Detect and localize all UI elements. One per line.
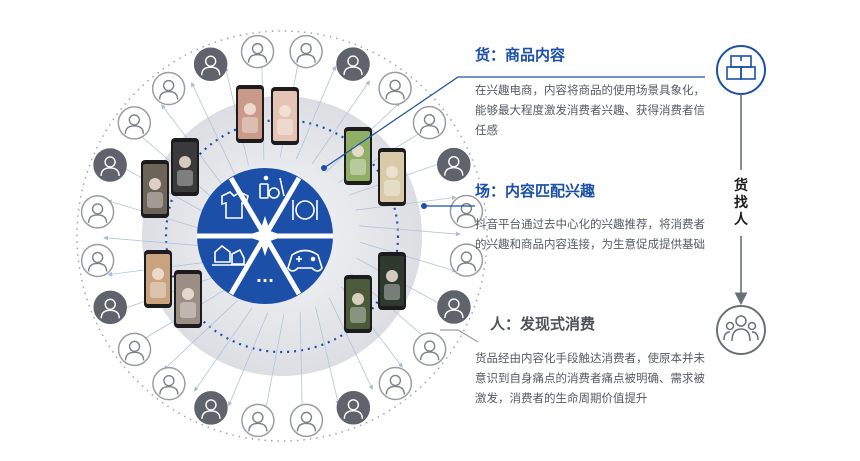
recommendation-arrow (295, 65, 337, 160)
consumer-avatar-icon (378, 71, 412, 106)
recommendation-arrow (355, 195, 457, 211)
box-icon (726, 55, 756, 80)
section-people-text: 货品经由内容化手段触达消费者，使原本并未意识到自身痛点的消费者痛点被明确、需求被… (475, 351, 705, 405)
content-phones (141, 85, 406, 333)
consumer-avatar-icon (449, 194, 484, 229)
content-phone (344, 127, 372, 185)
consumer-avatar-icon (117, 106, 152, 140)
goods-find-people-label: 货找人 (734, 178, 748, 228)
outer-dotted-ring (76, 30, 488, 442)
consumer-ring (80, 34, 484, 438)
section-goods-text: 在兴趣电商，内容将商品的使用场景具象化，能够最大程度激发消费者兴趣、获得消费者信… (475, 83, 705, 137)
people-icon (723, 315, 759, 342)
content-phone (344, 275, 372, 333)
consumer-avatar-icon (93, 148, 127, 182)
content-phone (236, 85, 264, 143)
connector-goods (323, 76, 705, 169)
more-icon: ... (256, 267, 274, 286)
connector-people (440, 329, 479, 343)
consumer-avatar-icon (412, 105, 447, 140)
pets-icon (212, 244, 248, 266)
consumer-avatar-icon (193, 47, 228, 81)
section-people-title: 人：发现式消费 (490, 315, 596, 333)
consumer-avatar-icon (336, 391, 371, 425)
consumer-avatar-icon (289, 34, 323, 69)
consumer-avatar-icon (80, 243, 115, 278)
svg-text:...: ... (256, 267, 274, 286)
consumer-avatar-icon (437, 290, 471, 324)
content-phone (141, 160, 169, 218)
recommendation-arrow (299, 311, 305, 414)
consumer-avatar-icon (241, 403, 275, 438)
clothes-icon (221, 191, 249, 219)
consumer-avatar-icon (289, 403, 324, 438)
consumer-avatar-icon (194, 391, 228, 425)
recommendation-arrow (194, 307, 253, 392)
consumer-avatar-icon (80, 195, 115, 229)
people-icon-circle (716, 305, 766, 355)
section-goods-title: 货：商品内容 (475, 46, 566, 64)
recommendation-arrow (103, 235, 205, 247)
recommendation-arrow (191, 81, 235, 175)
consumer-avatar-icon (336, 47, 370, 81)
gamepad-icon (287, 249, 323, 272)
section-field-text: 抖音平台通过去中心化的兴趣推荐，将消费者的兴趣和商品内容连接，为生意促成提供基础 (475, 217, 705, 251)
recommendation-arrow (329, 297, 373, 391)
content-phone (174, 270, 202, 328)
content-phone (378, 148, 406, 206)
recommendation-arrow (359, 241, 458, 273)
consumer-avatar-icon (437, 147, 471, 182)
beauty-icon (259, 175, 285, 199)
content-phone (271, 87, 299, 145)
recommendation-arrow (359, 225, 461, 237)
food-icon (292, 200, 318, 220)
recommendation-arrow (315, 306, 341, 406)
content-categories-wheel (197, 168, 333, 304)
section-field-title: 场：内容匹配兴趣 (475, 182, 596, 200)
consumer-avatar-icon (93, 290, 127, 325)
recommendation-arrow (311, 80, 370, 165)
content-phone (144, 250, 172, 308)
consumer-avatar-icon (240, 34, 275, 69)
recommendation-arrow (263, 313, 285, 414)
consumer-avatar-icon (151, 71, 186, 106)
consumer-avatar-icon (117, 332, 152, 367)
consumer-avatar-icon (152, 366, 186, 401)
content-phone (171, 138, 199, 196)
content-phone (378, 252, 406, 310)
consumer-avatar-icon (412, 332, 447, 366)
consumer-avatar-icon (378, 366, 413, 401)
recommendation-arrow (163, 299, 239, 370)
recommendation-arrow (227, 312, 269, 407)
consumer-avatar-icon (449, 243, 484, 277)
